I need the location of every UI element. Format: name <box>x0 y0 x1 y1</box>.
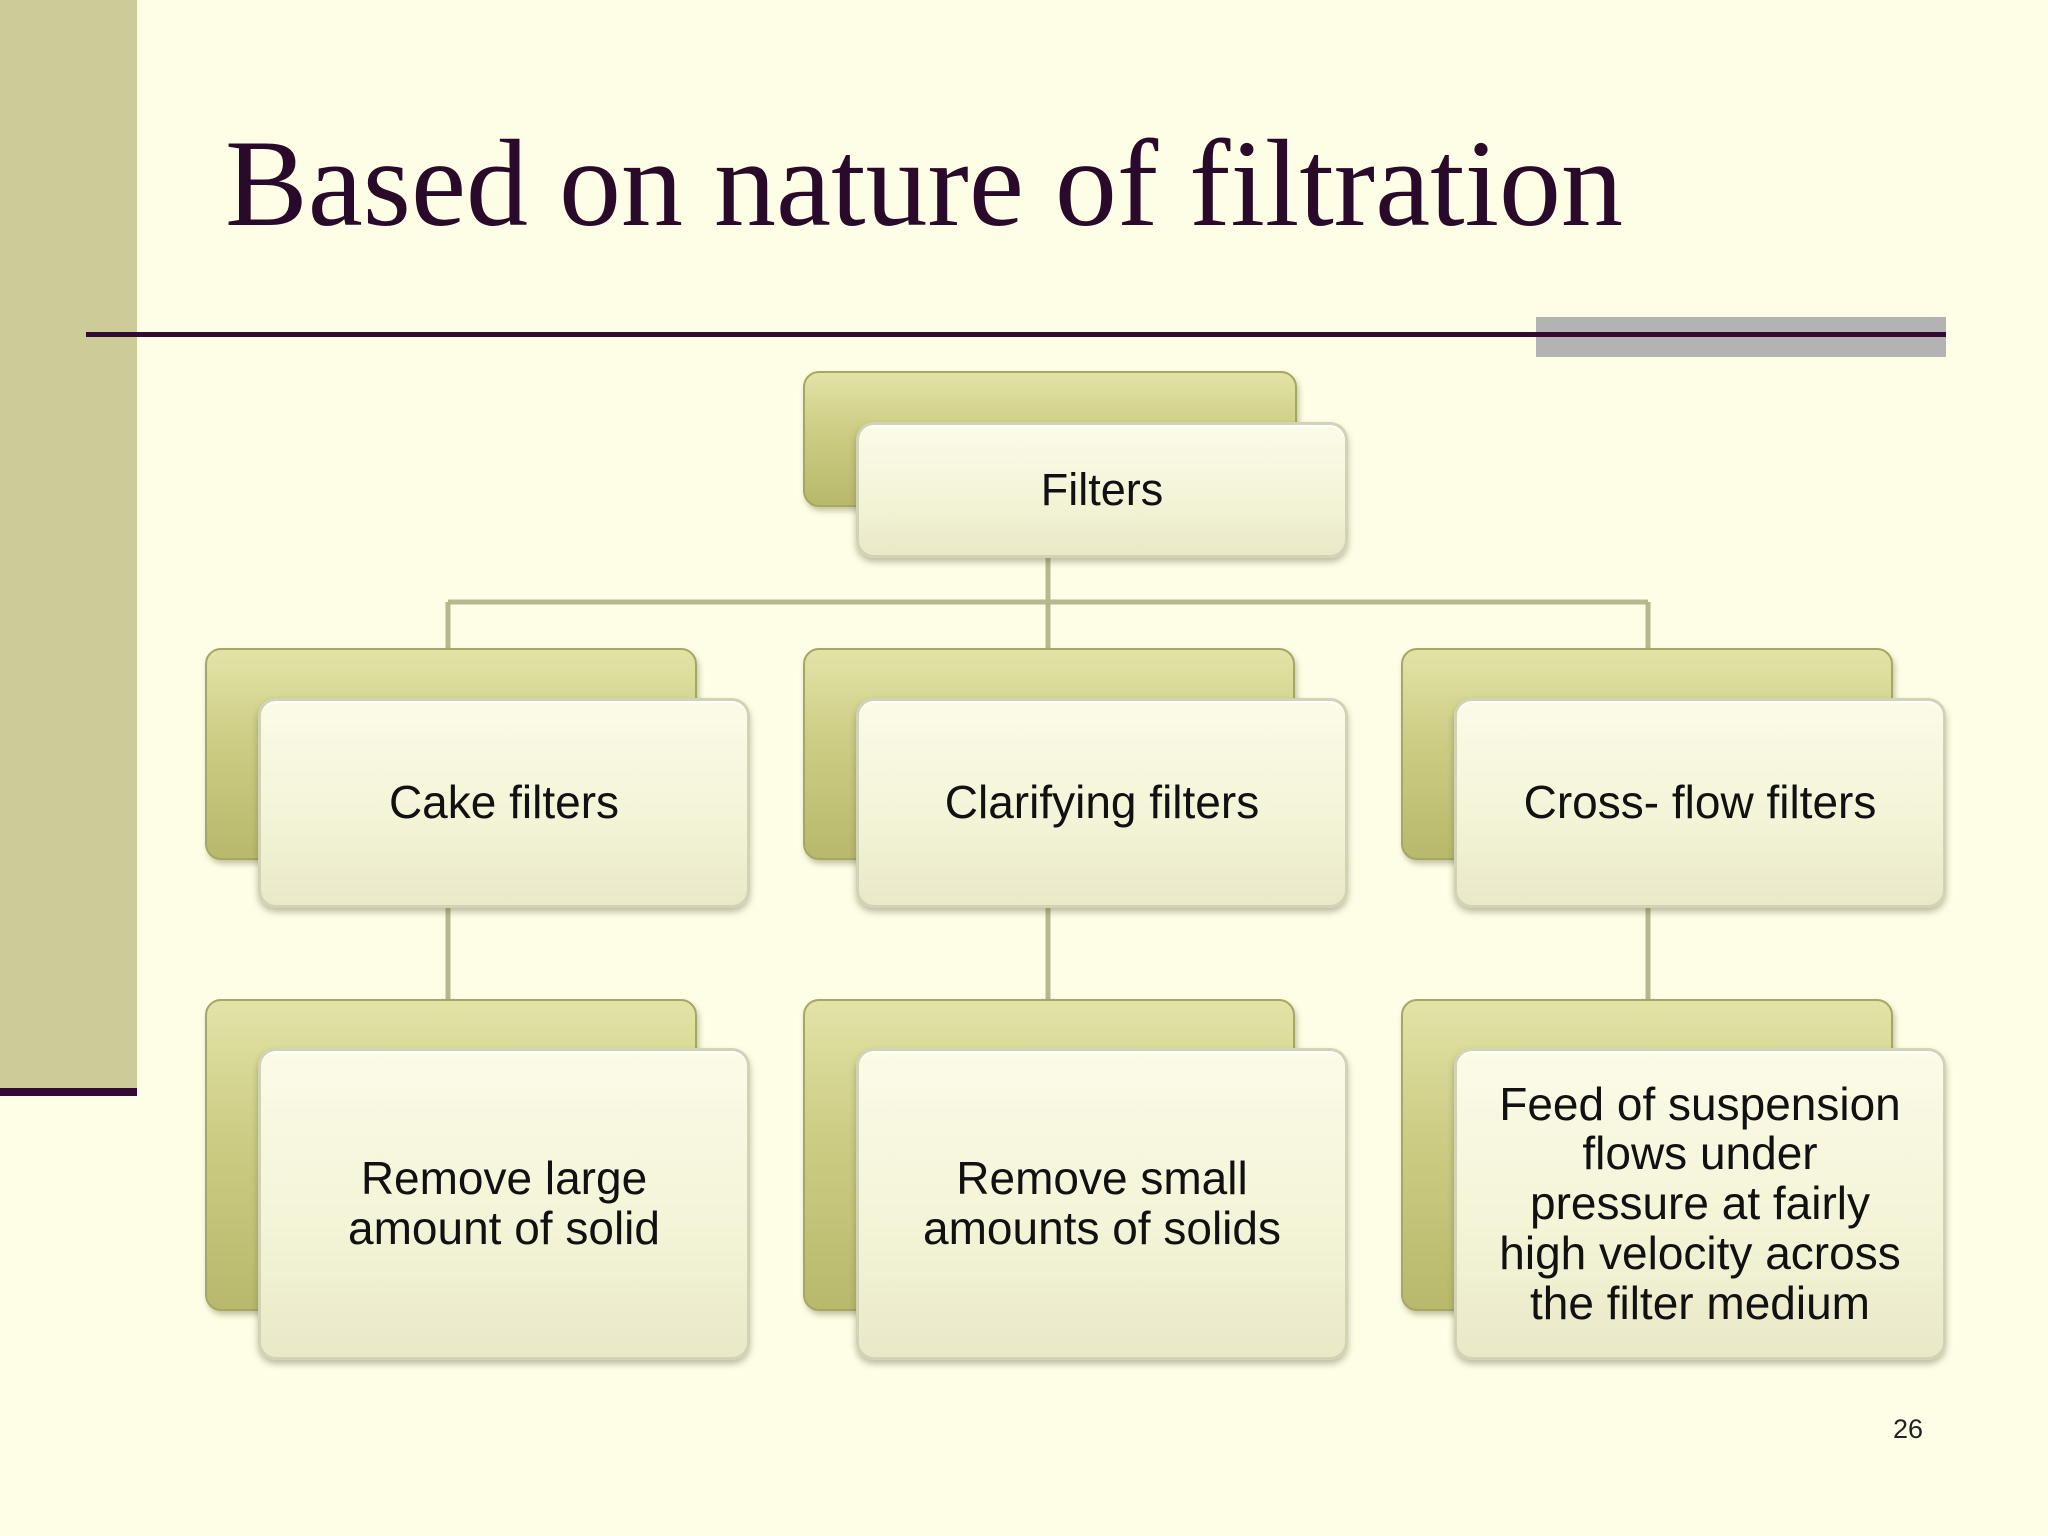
title-underline-accent <box>1536 317 1946 357</box>
node-cake-filters-description-text: Remove large amount of solid <box>348 1152 660 1254</box>
root-node-label: Filters <box>1040 463 1164 515</box>
title-underline <box>86 332 1946 337</box>
slide-title: Based on nature of filtration <box>225 115 1624 252</box>
left-band-rule <box>0 1088 137 1096</box>
node-cake-filters-label: Cake filters <box>388 776 620 829</box>
node-clarifying-filters-label: Clarifying filters <box>944 776 1260 829</box>
node-cross-flow-filters-label: Cross- flow filters <box>1523 776 1877 829</box>
left-decorative-band <box>0 0 137 1090</box>
title-underline-accent-line <box>1536 332 1946 337</box>
page-number: 26 <box>1893 1414 1924 1444</box>
node-clarifying-filters-description-text: Remove small amounts of solids <box>923 1152 1281 1254</box>
node-cross-flow-filters-description-text: Feed of suspension flows under pressure … <box>1499 1077 1901 1329</box>
